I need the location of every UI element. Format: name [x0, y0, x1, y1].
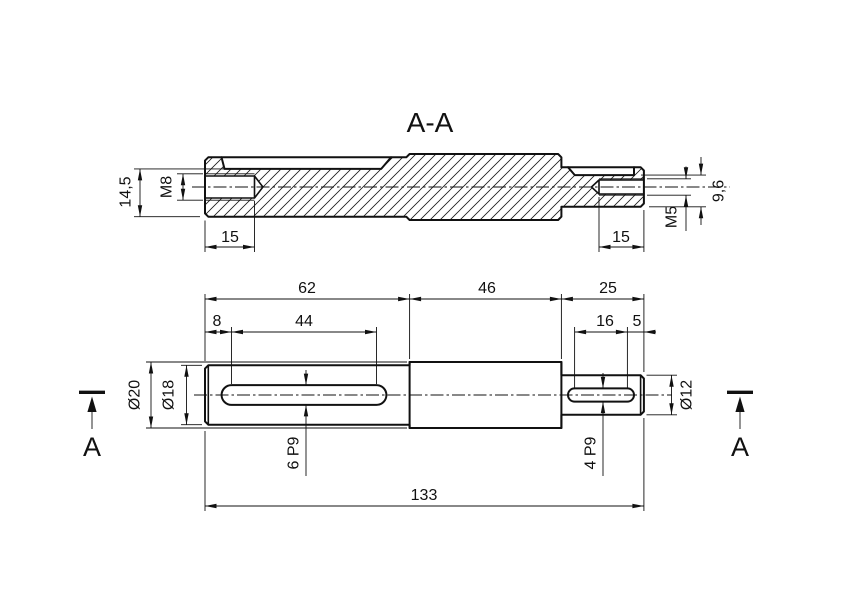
dim-keyway-length-right: 16: [596, 313, 614, 330]
dim-thread-depth-left: 15: [221, 229, 239, 246]
dim-keyway-offset-left: 8: [213, 313, 222, 330]
cut-label-left: A: [83, 432, 101, 462]
section-keyway-left-edge: [220, 156, 393, 170]
front-view: 62 46 25 8 44 16 5 Ø20 Ø18 Ø12 6 P9 4 P9…: [79, 280, 753, 511]
dim-segment-middle-length: 46: [478, 280, 496, 297]
section-keyway-right-edge: [567, 166, 635, 177]
section-cut-indicator-right: A: [727, 390, 753, 462]
cut-label-right: A: [731, 432, 749, 462]
dim-keyway-width-left: 6 P9: [286, 436, 303, 469]
dim-segment-left-length: 62: [298, 280, 316, 297]
dim-keyway-length-left: 44: [295, 313, 313, 330]
section-outline: [204, 153, 645, 221]
tapped-hole-m8: [204, 175, 264, 199]
section-view-title: A-A: [407, 107, 454, 138]
dim-diameter-right: Ø12: [679, 380, 696, 410]
dim-thread-depth-right: 15: [612, 229, 630, 246]
section-extension-lines: [134, 168, 706, 252]
dim-diameter-left: Ø18: [161, 380, 178, 410]
thread-major-lines: [205, 173, 644, 201]
dim-keyway-width-right: 4 P9: [583, 436, 600, 469]
section-cut-indicator-left: A: [79, 390, 105, 462]
section-view: A-A: [118, 107, 730, 252]
dim-height-at-keyway-left: 14,5: [118, 176, 135, 207]
tapped-hole-m5: [590, 179, 645, 195]
dim-keyway-end-offset-right: 5: [633, 313, 642, 330]
dim-segment-right-length: 25: [599, 280, 617, 297]
dim-diameter-middle: Ø20: [127, 380, 144, 410]
dim-thread-m5: M5: [664, 206, 681, 228]
dim-height-at-keyway-right: 9,6: [711, 180, 728, 202]
dim-overall-length: 133: [411, 487, 438, 504]
front-extension-lines: [146, 294, 677, 511]
dim-thread-m8: M8: [159, 176, 176, 198]
